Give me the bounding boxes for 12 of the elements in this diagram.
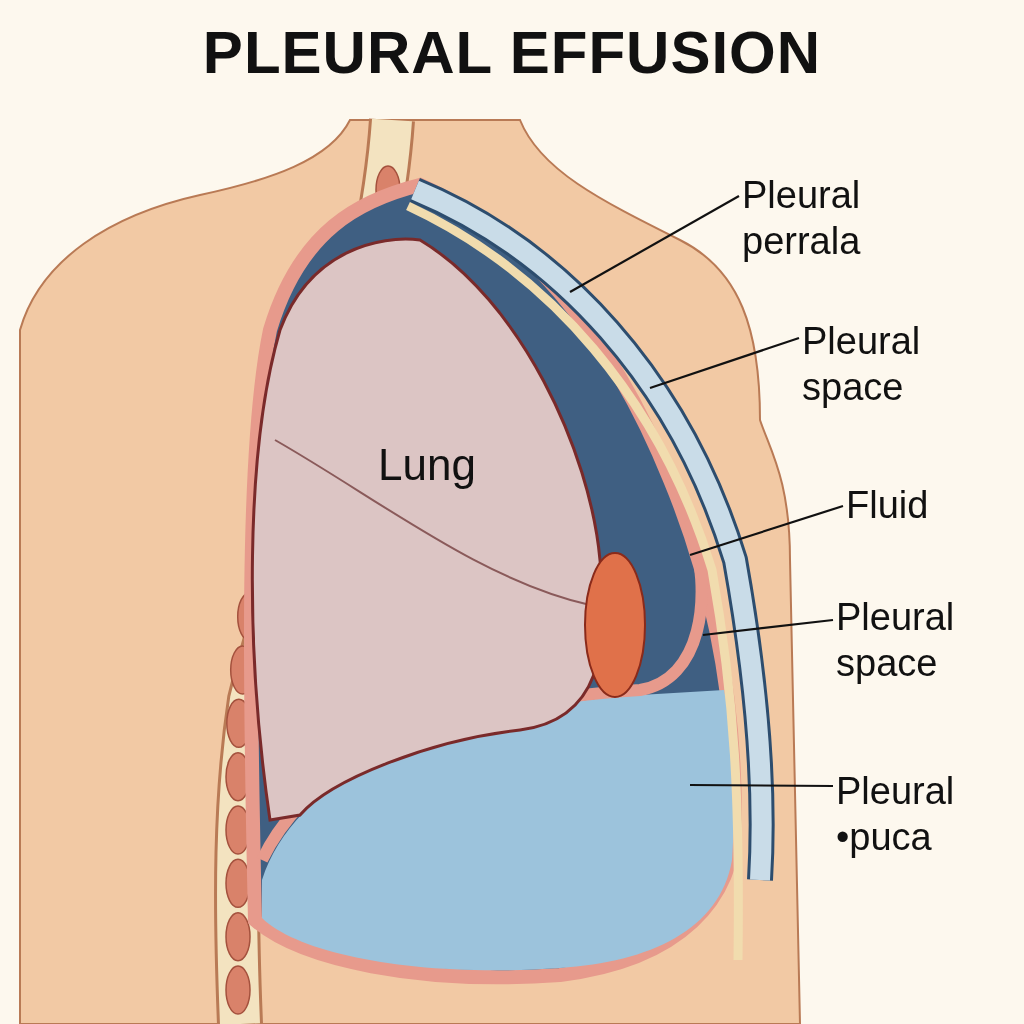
leader-line (569, 195, 740, 293)
diagram-title: PLEURAL EFFUSION (201, 18, 823, 87)
leader-line (689, 504, 844, 557)
callout-label: Fluid (846, 482, 1024, 528)
callout-label: Pleural •puca (836, 768, 1016, 860)
callout-label: Pleural space (836, 594, 1016, 686)
leader-line (649, 336, 800, 390)
part-label: Lung (378, 440, 476, 490)
leader-line (702, 618, 834, 637)
leader-line (690, 783, 833, 788)
callout-label: Pleural space (802, 318, 982, 410)
callout-label: Pleural perrala (742, 172, 922, 264)
